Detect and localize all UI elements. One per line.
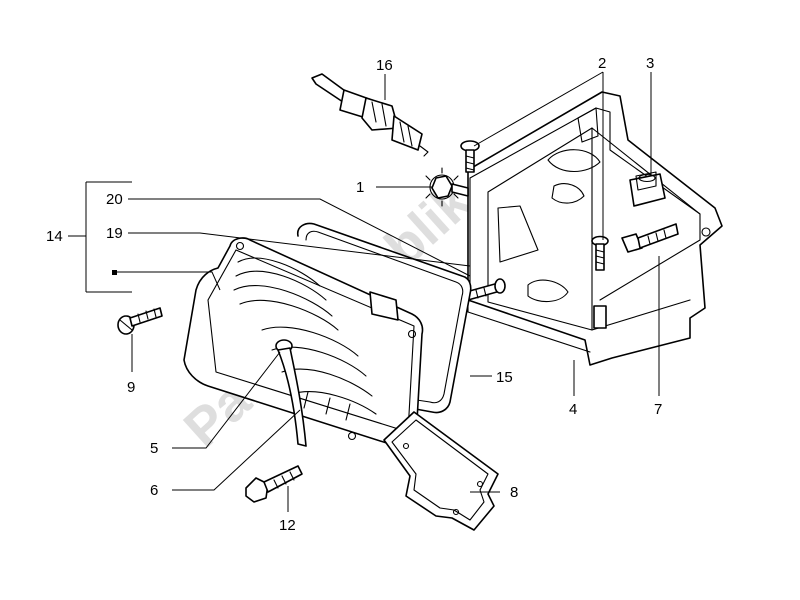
breather-pipe-6	[275, 339, 307, 447]
label-4: 4	[569, 401, 577, 418]
callout-labels: 16 2 3 1 20 14 19 15 4 7 9 5 6 8 12	[46, 55, 662, 534]
label-3: 3	[646, 55, 654, 72]
screw-2-lower	[591, 235, 609, 329]
screw-2-upper	[460, 140, 480, 173]
label-8: 8	[510, 484, 518, 501]
label-15: 15	[496, 369, 513, 386]
label-9: 9	[127, 379, 135, 396]
leader-lines	[68, 71, 660, 512]
label-5: 5	[150, 440, 158, 457]
label-16: 16	[376, 57, 393, 74]
bolt-12	[245, 465, 303, 503]
screw-9	[117, 307, 163, 335]
label-1: 1	[356, 179, 364, 196]
label-12: 12	[279, 517, 296, 534]
gasket-plate-8	[383, 411, 499, 531]
gear-1	[425, 167, 469, 207]
label-7: 7	[654, 401, 662, 418]
bolt-7	[621, 223, 679, 253]
label-19: 19	[106, 225, 123, 242]
label-2: 2	[598, 55, 606, 72]
label-20: 20	[106, 191, 123, 208]
label-6: 6	[150, 482, 158, 499]
bolt-20	[465, 278, 506, 301]
label-14: 14	[46, 228, 63, 245]
marker-dot	[112, 270, 117, 275]
spark-plug	[311, 73, 429, 157]
